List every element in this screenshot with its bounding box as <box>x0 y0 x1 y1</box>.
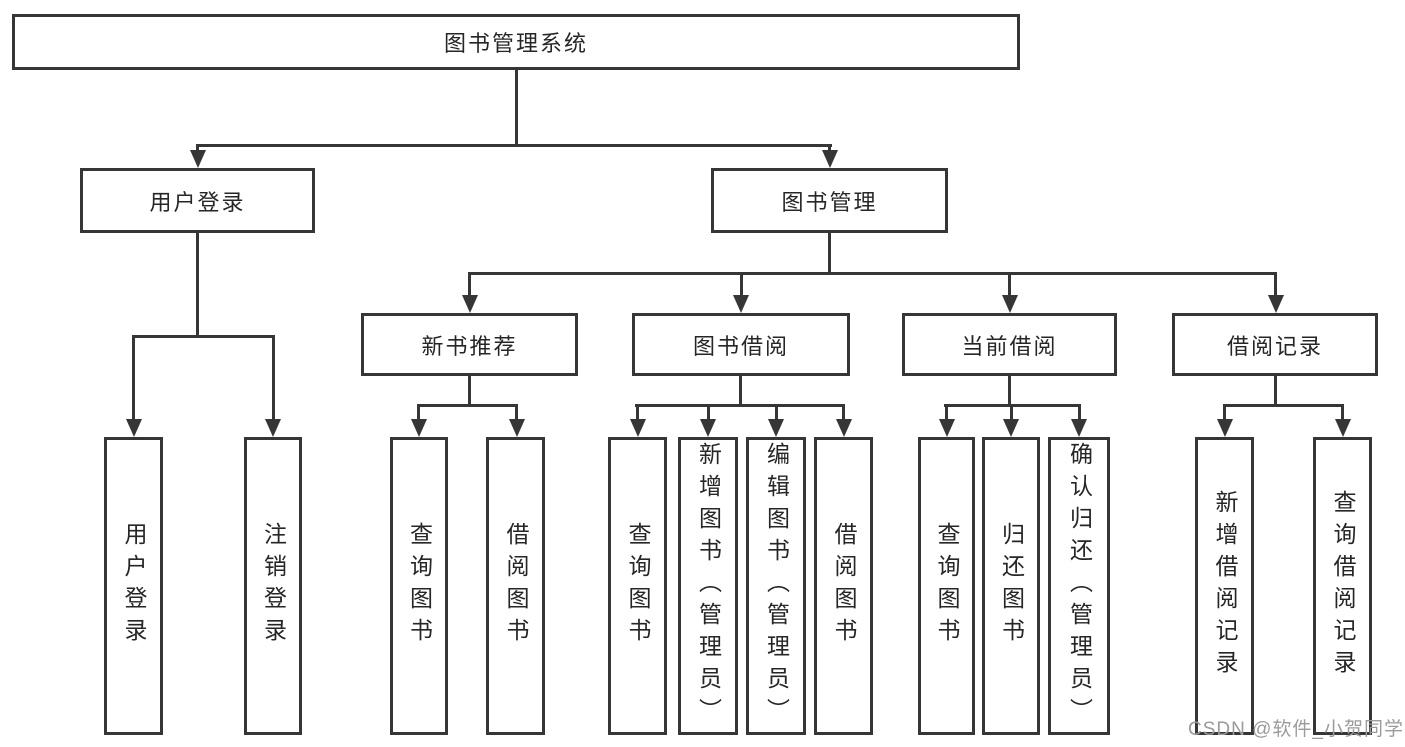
connector-line <box>132 335 135 420</box>
node-label: 当前借阅 <box>961 333 1058 359</box>
leaf-user-login: 用户登录 <box>104 437 163 735</box>
connector-line <box>515 404 518 421</box>
connector-line <box>828 144 831 152</box>
arrowhead-icon <box>1003 419 1019 437</box>
arrowhead-icon <box>1071 419 1087 437</box>
leaf-query-books: 查询图书 <box>608 437 667 735</box>
node-library-system: 图书管理系统 <box>12 14 1020 70</box>
connector-line <box>636 404 639 421</box>
connector-line <box>739 376 742 406</box>
connector-line <box>635 404 844 407</box>
arrowhead-icon <box>836 419 852 437</box>
arrowhead-icon <box>1268 295 1284 313</box>
node-book-borrowing: 图书借阅 <box>632 313 850 376</box>
leaf-query-books: 查询图书 <box>390 437 448 735</box>
connector-line <box>468 272 471 297</box>
leaf-add-books-admin: 新增图书（管理员） <box>678 437 738 735</box>
connector-line <box>945 404 948 421</box>
connector-line <box>740 272 743 297</box>
arrowhead-icon <box>630 419 646 437</box>
arrowhead-icon <box>265 419 281 437</box>
node-user-login: 用户登录 <box>80 168 315 233</box>
node-label: 借阅图书 <box>831 522 857 650</box>
node-borrowing-records: 借阅记录 <box>1172 313 1378 376</box>
leaf-borrow-books: 借阅图书 <box>486 437 545 735</box>
leaf-confirm-return-admin: 确认归还（管理员） <box>1048 437 1110 735</box>
arrowhead-icon <box>462 295 478 313</box>
node-label: 编辑图书（管理员） <box>763 442 790 730</box>
arrowhead-icon <box>822 150 838 168</box>
leaf-query-borrow-record: 查询借阅记录 <box>1313 437 1372 735</box>
connector-line <box>417 404 420 421</box>
connector-line <box>196 144 832 147</box>
csdn-watermark: CSDN @软件_小贺同学 <box>1188 719 1404 740</box>
node-label: 用户登录 <box>149 189 246 215</box>
leaf-return-books: 归还图书 <box>982 437 1040 735</box>
node-label: 查询图书 <box>406 522 433 650</box>
arrowhead-icon <box>190 150 206 168</box>
leaf-logout: 注销登录 <box>244 437 302 735</box>
arrowhead-icon <box>939 419 955 437</box>
node-label: 图书借阅 <box>692 333 789 359</box>
arrowhead-icon <box>126 419 142 437</box>
connector-line <box>417 404 518 407</box>
connector-line <box>1010 404 1013 421</box>
leaf-query-books: 查询图书 <box>918 437 975 735</box>
node-label: 查询借阅记录 <box>1330 490 1356 682</box>
connector-line <box>1008 376 1011 406</box>
arrowhead-icon <box>733 295 749 313</box>
connector-line <box>515 70 518 145</box>
connector-line <box>1223 404 1344 407</box>
node-label: 新书推荐 <box>421 333 518 359</box>
node-label: 新增借阅记录 <box>1212 490 1238 682</box>
arrowhead-icon <box>1335 419 1351 437</box>
node-label: 归还图书 <box>998 522 1025 650</box>
node-label: 查询图书 <box>625 522 651 650</box>
connector-line <box>828 233 831 274</box>
node-new-book-recommend: 新书推荐 <box>361 313 578 376</box>
connector-line <box>1274 376 1277 406</box>
arrowhead-icon <box>1217 419 1233 437</box>
connector-line <box>196 144 199 152</box>
arrowhead-icon <box>768 419 784 437</box>
arrowhead-icon <box>509 419 525 437</box>
connector-line <box>1341 404 1344 421</box>
node-label: 查询图书 <box>934 522 960 650</box>
connector-line <box>272 335 275 420</box>
connector-line <box>1078 404 1081 421</box>
leaf-edit-books-admin: 编辑图书（管理员） <box>746 437 806 735</box>
connector-line <box>707 404 710 421</box>
arrowhead-icon <box>700 419 716 437</box>
connector-line <box>775 404 778 421</box>
node-label: 图书管理 <box>781 189 878 215</box>
node-label: 新增图书（管理员） <box>695 442 722 730</box>
connector-line <box>468 376 471 406</box>
connector-line <box>1223 404 1226 421</box>
connector-line <box>468 272 1277 275</box>
connector-line <box>842 404 845 421</box>
node-label: 借阅图书 <box>503 522 529 650</box>
arrowhead-icon <box>411 419 427 437</box>
node-label: 用户登录 <box>121 522 147 650</box>
connector-line <box>196 233 199 336</box>
node-book-management: 图书管理 <box>711 168 948 233</box>
node-label: 确认归还（管理员） <box>1066 442 1093 730</box>
node-label: 注销登录 <box>260 522 287 650</box>
connector-line <box>1008 272 1011 297</box>
leaf-add-borrow-record: 新增借阅记录 <box>1195 437 1254 735</box>
arrowhead-icon <box>1002 295 1018 313</box>
node-label: 图书管理系统 <box>443 31 588 56</box>
node-label: 借阅记录 <box>1226 333 1323 359</box>
leaf-borrow-books: 借阅图书 <box>814 437 873 735</box>
connector-line <box>132 335 275 338</box>
node-current-borrowing: 当前借阅 <box>902 313 1117 376</box>
connector-line <box>1274 272 1277 297</box>
